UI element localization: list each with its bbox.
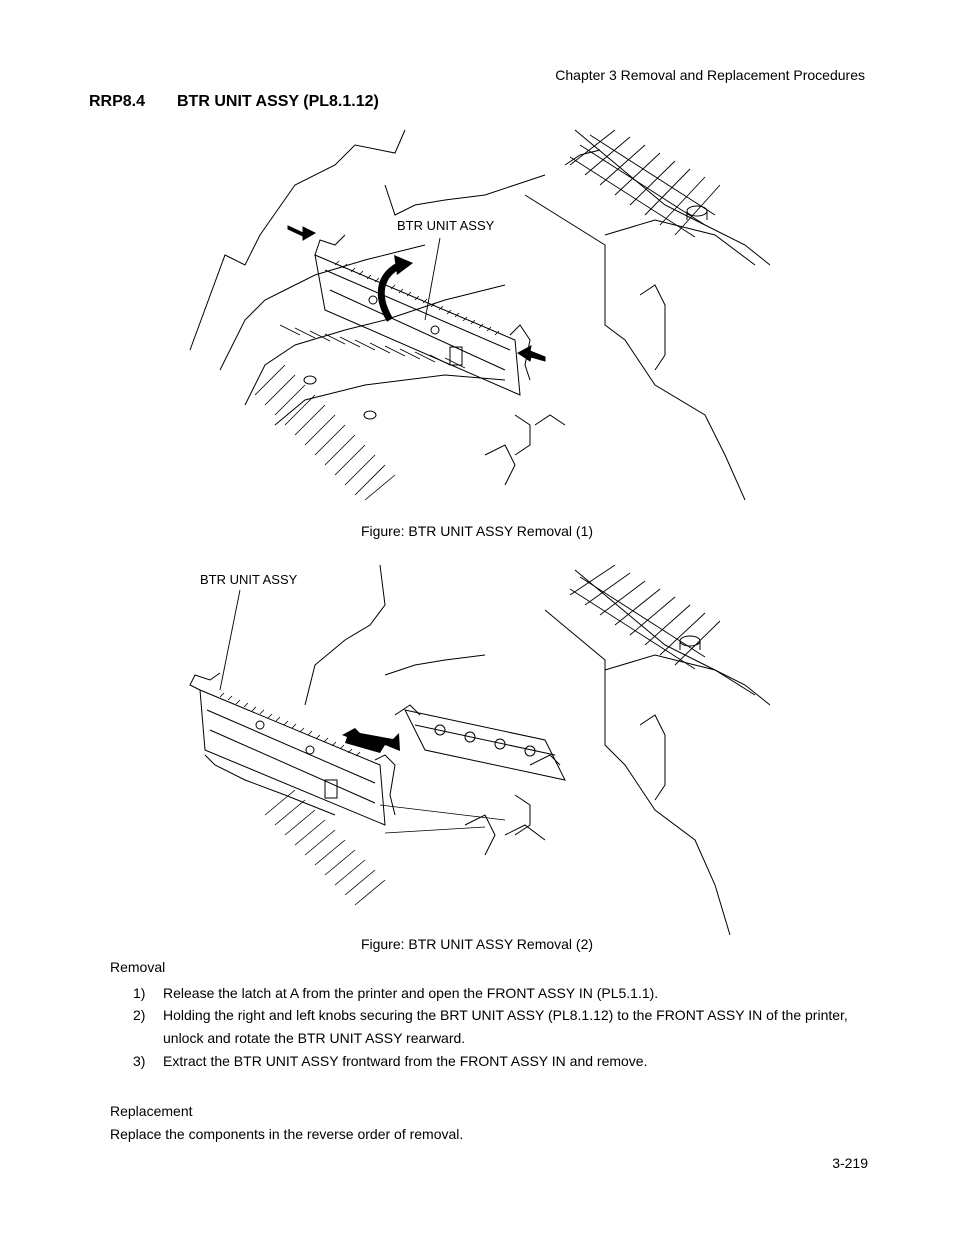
figure-2-label: BTR UNIT ASSY (200, 572, 298, 587)
replacement-heading: Replacement (110, 1103, 193, 1119)
section-heading: BTR UNIT ASSY (PL8.1.12) (177, 93, 379, 110)
page-number: 3-219 (832, 1155, 868, 1171)
figure-2-caption: Figure: BTR UNIT ASSY Removal (2) (360, 936, 594, 952)
removal-step: 1) Release the latch at A from the print… (133, 982, 873, 1005)
step-number: 1) (133, 985, 146, 1001)
chapter-header: Chapter 3 Removal and Replacement Proced… (555, 67, 865, 83)
section-title: RRP8.4 BTR UNIT ASSY (PL8.1.12) (89, 93, 379, 111)
step-text: Holding the right and left knobs securin… (163, 1007, 848, 1046)
step-number: 3) (133, 1053, 146, 1069)
step-number: 2) (133, 1007, 146, 1023)
figure-btr-removal-2: BTR UNIT ASSY (189, 565, 770, 935)
removal-step: 2) Holding the right and left knobs secu… (133, 1004, 873, 1050)
figure-btr-removal-1: BTR UNIT ASSY (189, 129, 770, 500)
removal-step: 3) Extract the BTR UNIT ASSY frontward f… (133, 1050, 873, 1073)
replacement-text: Replace the components in the reverse or… (110, 1126, 464, 1142)
figure-1-label: BTR UNIT ASSY (397, 218, 495, 233)
section-number: RRP8.4 (89, 93, 146, 110)
removal-heading: Removal (110, 959, 166, 975)
step-text: Release the latch at A from the printer … (163, 985, 659, 1001)
figure-1-caption: Figure: BTR UNIT ASSY Removal (1) (360, 523, 594, 539)
step-text: Extract the BTR UNIT ASSY frontward from… (163, 1053, 648, 1069)
